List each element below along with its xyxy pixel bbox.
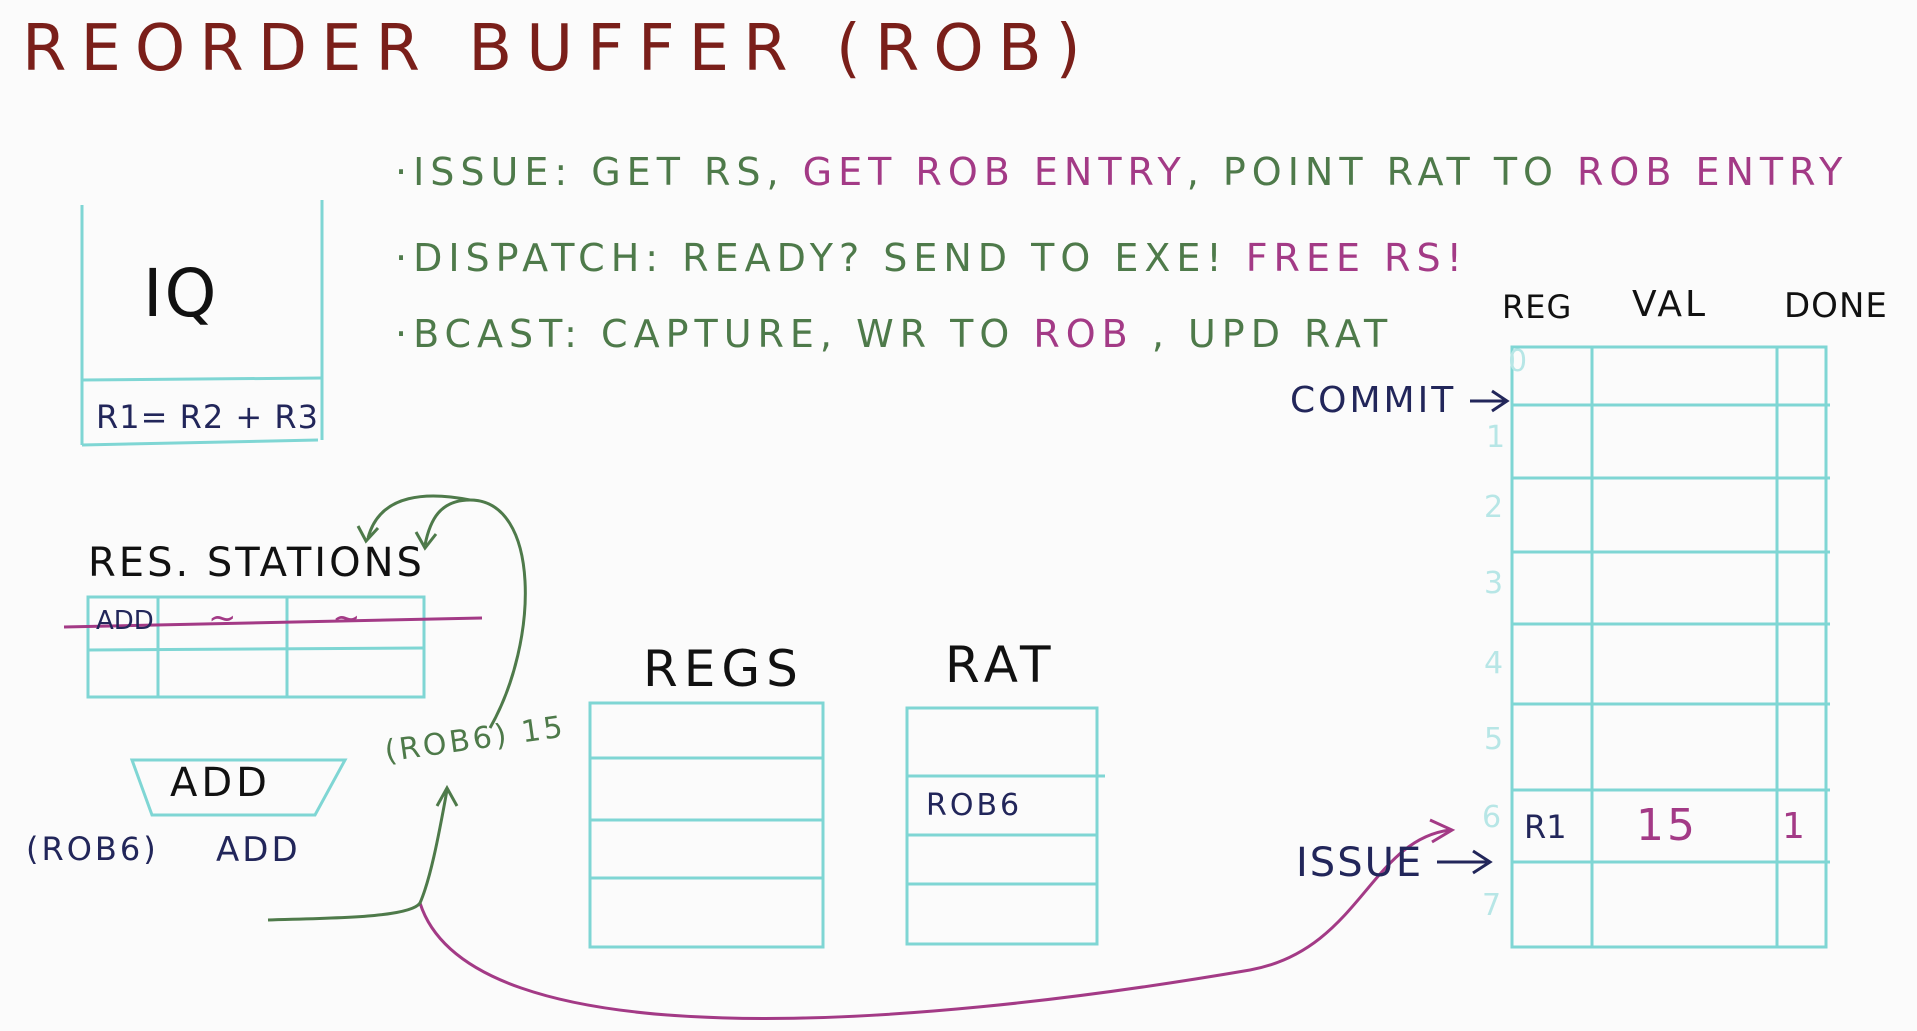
- rob-table: [1510, 345, 1830, 949]
- res-station-strikethrough: [63, 616, 483, 629]
- bullet-bcast: ·BCAST: CAPTURE, WR TO ROB , UPD RAT: [395, 312, 1393, 356]
- iq-label: IQ: [143, 255, 219, 332]
- rob-header-done: DONE: [1784, 286, 1888, 326]
- bullet-issue: ·ISSUE: GET RS, GET ROB ENTRY, POINT RAT…: [395, 150, 1848, 194]
- bullet-issue-prefix: ·ISSUE: GET RS,: [395, 150, 785, 194]
- rob-row-number: 6: [1482, 800, 1502, 835]
- iq-entry: R1= R2 + R3: [96, 398, 319, 436]
- rob-entry6-done: 1: [1782, 806, 1808, 847]
- alu-label: ADD: [170, 760, 271, 806]
- rat-entry: ROB6: [926, 788, 1023, 823]
- page-title: REORDER BUFFER (ROB): [22, 12, 1095, 86]
- bullet-issue-point: , POINT RAT TO: [1186, 150, 1559, 194]
- commit-arrow: [1470, 389, 1510, 413]
- rob-row-number: 0: [1508, 344, 1528, 379]
- issue-curve-head: [1429, 818, 1456, 844]
- res-station-cell-1: ADD: [96, 606, 154, 636]
- rob-row-number: 5: [1484, 722, 1504, 757]
- bullet-dispatch-free: FREE RS!: [1227, 236, 1468, 280]
- rob-row-number: 3: [1484, 566, 1504, 601]
- bullet-issue-rob-entry: GET ROB ENTRY: [784, 150, 1187, 194]
- broadcast-loop-2: [366, 494, 471, 539]
- bullet-bcast-upd: , UPD RAT: [1133, 312, 1394, 356]
- issue-label: ISSUE: [1296, 840, 1424, 886]
- rob-entry6-val: 15: [1636, 800, 1698, 851]
- rob-row-number: 1: [1486, 420, 1506, 455]
- regs-table: [588, 701, 825, 949]
- rob-row-number: 7: [1482, 888, 1502, 923]
- bullet-dispatch: ·DISPATCH: READY? SEND TO EXE! FREE RS!: [395, 236, 1468, 280]
- alu-output-op: ADD: [216, 830, 301, 870]
- res-station-cell-3: ~: [332, 598, 364, 638]
- rob-entry6-reg: R1: [1524, 808, 1567, 846]
- bullet-issue-rob-entry-2: ROB ENTRY: [1558, 150, 1849, 194]
- iq-box: [80, 200, 324, 447]
- broadcast-loop-head: [414, 531, 438, 551]
- commit-label: COMMIT: [1290, 380, 1457, 421]
- rat-label: RAT: [945, 636, 1057, 694]
- rob-header-reg: REG: [1502, 288, 1573, 326]
- bullet-bcast-rob: ROB: [1015, 312, 1134, 356]
- rob-header-val: VAL: [1632, 284, 1709, 325]
- regs-label: REGS: [643, 640, 804, 698]
- alu-output-tag: (ROB6): [26, 830, 159, 868]
- broadcast-line-head: [435, 784, 459, 807]
- rat-table: [905, 706, 1105, 946]
- alu-shape: [129, 758, 348, 817]
- issue-curve: [418, 828, 1451, 1020]
- broadcast-line: [267, 789, 449, 922]
- broadcast-loop-2-head: [356, 525, 380, 544]
- bullet-bcast-prefix: ·BCAST: CAPTURE, WR TO: [395, 312, 1016, 356]
- broadcast-loop: [423, 498, 527, 729]
- rob-row-number: 2: [1484, 490, 1504, 525]
- bullet-dispatch-prefix: ·DISPATCH: READY? SEND TO EXE!: [395, 236, 1228, 280]
- rob-row-number: 4: [1484, 646, 1504, 681]
- res-stations-grid: [86, 595, 426, 699]
- res-stations-label: RES. STATIONS: [88, 540, 425, 586]
- res-station-cell-2: ~: [208, 598, 240, 638]
- issue-arrow: [1437, 849, 1493, 875]
